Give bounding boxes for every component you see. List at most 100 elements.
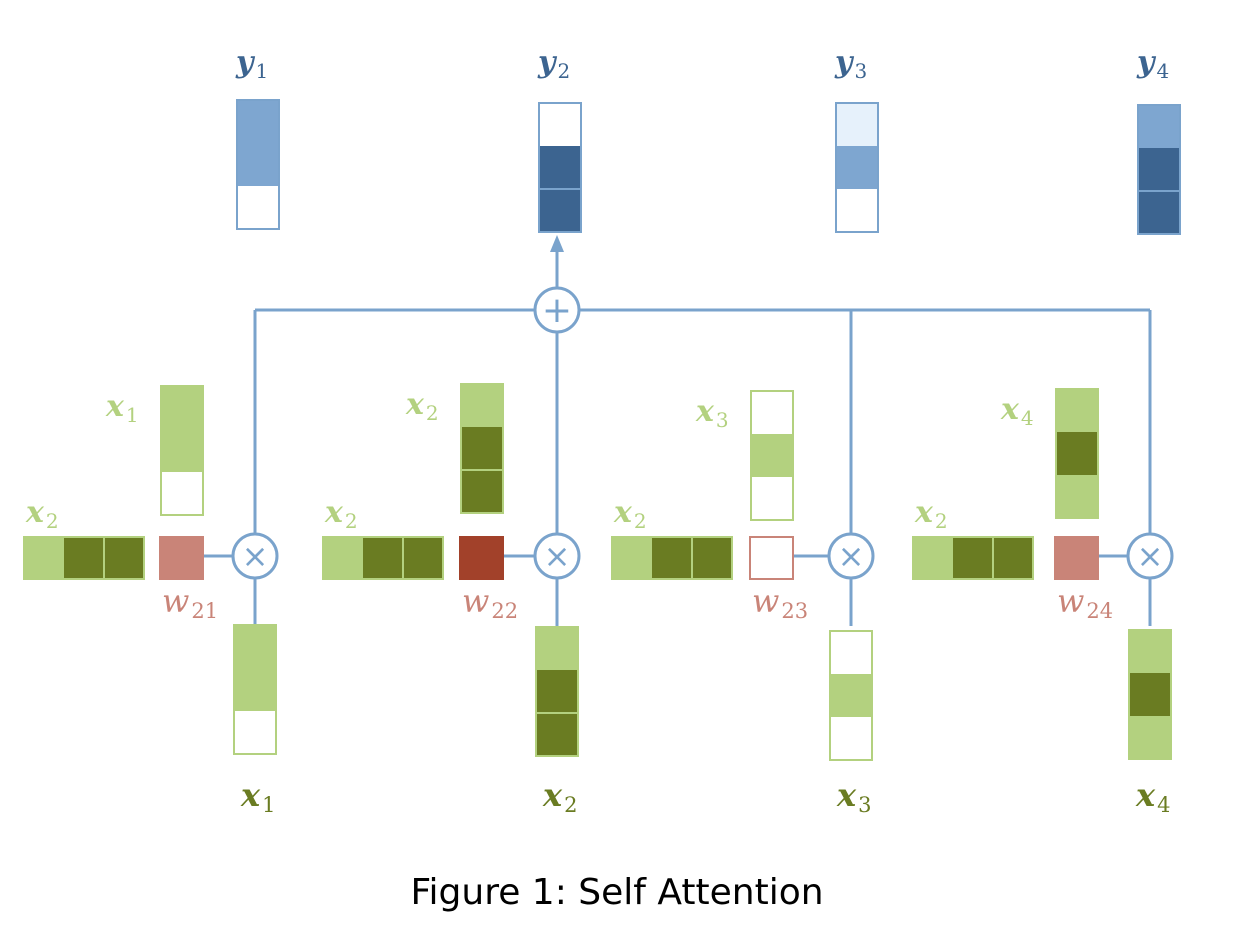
value-label-x2: x2: [542, 776, 577, 817]
output-vector-y3-cell: [836, 103, 878, 146]
value-vector-x2-cell: [536, 670, 578, 713]
query-vector-x2-cell: [953, 537, 993, 579]
output-vector-y2: [538, 102, 582, 233]
value-vector-x1-cell: [234, 668, 276, 711]
value-vector-x1-cell: [234, 711, 276, 754]
key-vector-x4-outline: [1055, 388, 1099, 519]
output-vector-y2-cell: [539, 146, 581, 189]
key-vector-x4-cell: [1056, 389, 1098, 432]
multiply-symbol: ×: [1137, 537, 1164, 575]
query-vector-x2-cell: [104, 537, 144, 579]
query-vector-x2-cell: [24, 537, 64, 579]
value-vector-x3: [829, 630, 873, 761]
output-vector-y3: [835, 102, 879, 233]
value-vector-x3-cell: [830, 631, 872, 674]
key-vector-x4-cell: [1056, 475, 1098, 518]
key-vector-x1: [160, 385, 204, 516]
figure-caption: Figure 1: Self Attention: [410, 872, 824, 913]
key-vector-x2-outline: [460, 383, 504, 514]
weight-w23: [749, 536, 794, 580]
output-vector-y3-cell: [836, 146, 878, 189]
output-vector-y4: [1137, 104, 1181, 235]
key-vector-x2: [460, 383, 504, 514]
key-vector-x3-cell: [751, 434, 793, 477]
sum-circle: [533, 286, 581, 334]
output-vector-y2-cell: [539, 189, 581, 232]
output-vector-y4-outline: [1137, 104, 1181, 235]
key-vector-x2-cell: [461, 384, 503, 427]
query-vector-x2-cell: [913, 537, 953, 579]
connection-lines: [253, 235, 1152, 626]
value-vector-x4-cell: [1129, 630, 1171, 673]
value-vector-x3-outline: [829, 630, 873, 761]
output-vector-y1-cell: [237, 143, 279, 186]
output-vector-y1-cell: [237, 100, 279, 143]
query-vector-x2-cell: [612, 537, 652, 579]
value-vector-x1: [233, 624, 277, 755]
key-vector-x3: [750, 390, 794, 521]
output-vector-y1-cell: [237, 186, 279, 229]
value-vector-x2-cell: [536, 713, 578, 756]
query-vector-x2-cell: [323, 537, 363, 579]
multiply-symbol: ×: [544, 537, 571, 575]
output-arrow-head: [550, 235, 564, 252]
value-vector-x4-outline: [1128, 629, 1172, 760]
query-vector-x2-cell: [403, 537, 443, 579]
value-vector-x1-cell: [234, 625, 276, 668]
value-label-x4: x4: [1135, 776, 1170, 817]
output-vector-y2-cell: [539, 103, 581, 146]
value-vector-x4: [1128, 629, 1172, 760]
key-vector-x4: [1055, 388, 1099, 519]
weight-label-w24: w24: [1057, 582, 1113, 623]
value-label-x1: x1: [240, 776, 275, 817]
multiply-circle: [827, 532, 875, 580]
query-vector-x2: [611, 536, 733, 580]
weight-label-w23: w23: [752, 582, 808, 623]
multiply-symbol: ×: [838, 537, 865, 575]
value-vector-x2-cell: [536, 627, 578, 670]
output-vector-y4-cell: [1138, 105, 1180, 148]
query-vector-x2-cell: [64, 537, 104, 579]
weight-w24: [1054, 536, 1099, 580]
output-vector-y2-outline: [538, 102, 582, 233]
weight-w21: [159, 536, 204, 580]
value-vector-x2: [535, 626, 579, 757]
key-vector-x1-cell: [161, 386, 203, 429]
query-vector-x2-cell: [363, 537, 403, 579]
attention-column-1: ×: [159, 532, 279, 580]
output-vector-y1: [236, 99, 280, 230]
attention-column-3: ×: [749, 532, 875, 580]
multiply-circle: [533, 532, 581, 580]
value-vector-x3-cell: [830, 674, 872, 717]
output-vector-y4-cell: [1138, 148, 1180, 191]
query-vector-x2: [322, 536, 444, 580]
query-vector-x2-cell: [993, 537, 1033, 579]
value-vector-x4-cell: [1129, 673, 1171, 716]
value-vector-x2-outline: [535, 626, 579, 757]
value-label-x3: x3: [836, 776, 871, 817]
multiply-circle: [231, 532, 279, 580]
value-vector-x4-cell: [1129, 716, 1171, 759]
key-vector-x1-outline: [160, 385, 204, 516]
weight-label-w21: w21: [162, 582, 218, 623]
attention-column-2: ×: [459, 532, 581, 580]
key-vector-x3-outline: [750, 390, 794, 521]
output-vector-y3-cell: [836, 189, 878, 232]
key-vector-x2-cell: [461, 427, 503, 470]
output-vector-y4-cell: [1138, 191, 1180, 234]
query-vector-x2-outline: [912, 536, 1034, 580]
multiply-symbol: ×: [242, 537, 269, 575]
key-vector-x1-cell: [161, 472, 203, 515]
key-vector-x3-cell: [751, 391, 793, 434]
key-vector-x1-cell: [161, 429, 203, 472]
multiply-circle: [1126, 532, 1174, 580]
query-vector-x2-cell: [692, 537, 732, 579]
